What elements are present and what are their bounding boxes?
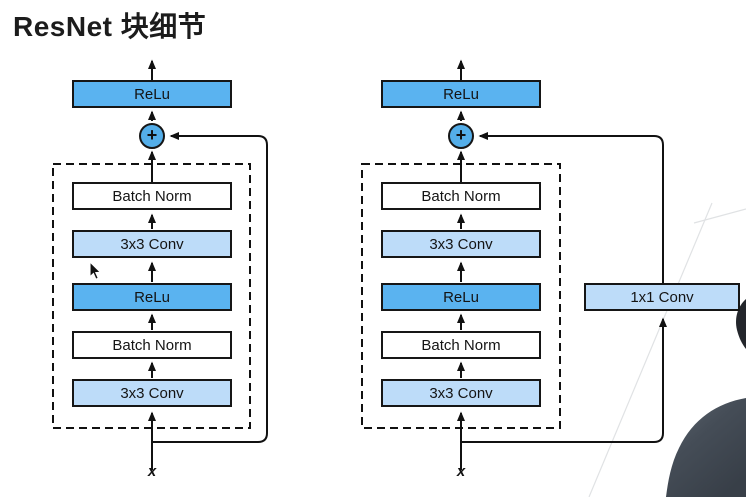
layer-box-batchnorm-right: Batch Norm	[381, 182, 541, 210]
plus-junction-icon-left: +	[139, 123, 165, 149]
presenter-hair	[736, 299, 746, 349]
presenter-webcam-overlay	[666, 299, 746, 497]
layer-box-batchnorm2-left: Batch Norm	[72, 331, 232, 359]
layer-box-batchnorm2-right: Batch Norm	[381, 331, 541, 359]
layer-box-conv2-right: 3x3 Conv	[381, 379, 541, 407]
plus-sign: +	[455, 125, 467, 145]
background-decoration-lines	[588, 202, 746, 497]
plus-sign: +	[146, 125, 158, 145]
layer-box-conv-left: 3x3 Conv	[72, 230, 232, 258]
plus-junction-icon-right: +	[448, 123, 474, 149]
input-label-left: x	[147, 463, 157, 480]
layer-box-conv-right: 3x3 Conv	[381, 230, 541, 258]
layer-box-1x1conv-skip: 1x1 Conv	[584, 283, 740, 311]
layer-box-relu-output-right: ReLu	[381, 80, 541, 108]
layer-box-relu-output-left: ReLu	[72, 80, 232, 108]
arrows-right	[457, 59, 667, 470]
layer-box-relu-right: ReLu	[381, 283, 541, 311]
skip-connection-left	[152, 132, 268, 443]
layer-box-conv2-left: 3x3 Conv	[72, 379, 232, 407]
skip-connection-right-upper	[478, 132, 664, 283]
layer-box-relu-left: ReLu	[72, 283, 232, 311]
arrows-left	[148, 59, 268, 470]
page-title: ResNet 块细节	[13, 11, 207, 42]
input-label-right: x	[456, 463, 466, 480]
layer-box-batchnorm-left: Batch Norm	[72, 182, 232, 210]
skip-connection-right-lower	[461, 317, 667, 443]
presenter-shoulder	[666, 398, 746, 497]
